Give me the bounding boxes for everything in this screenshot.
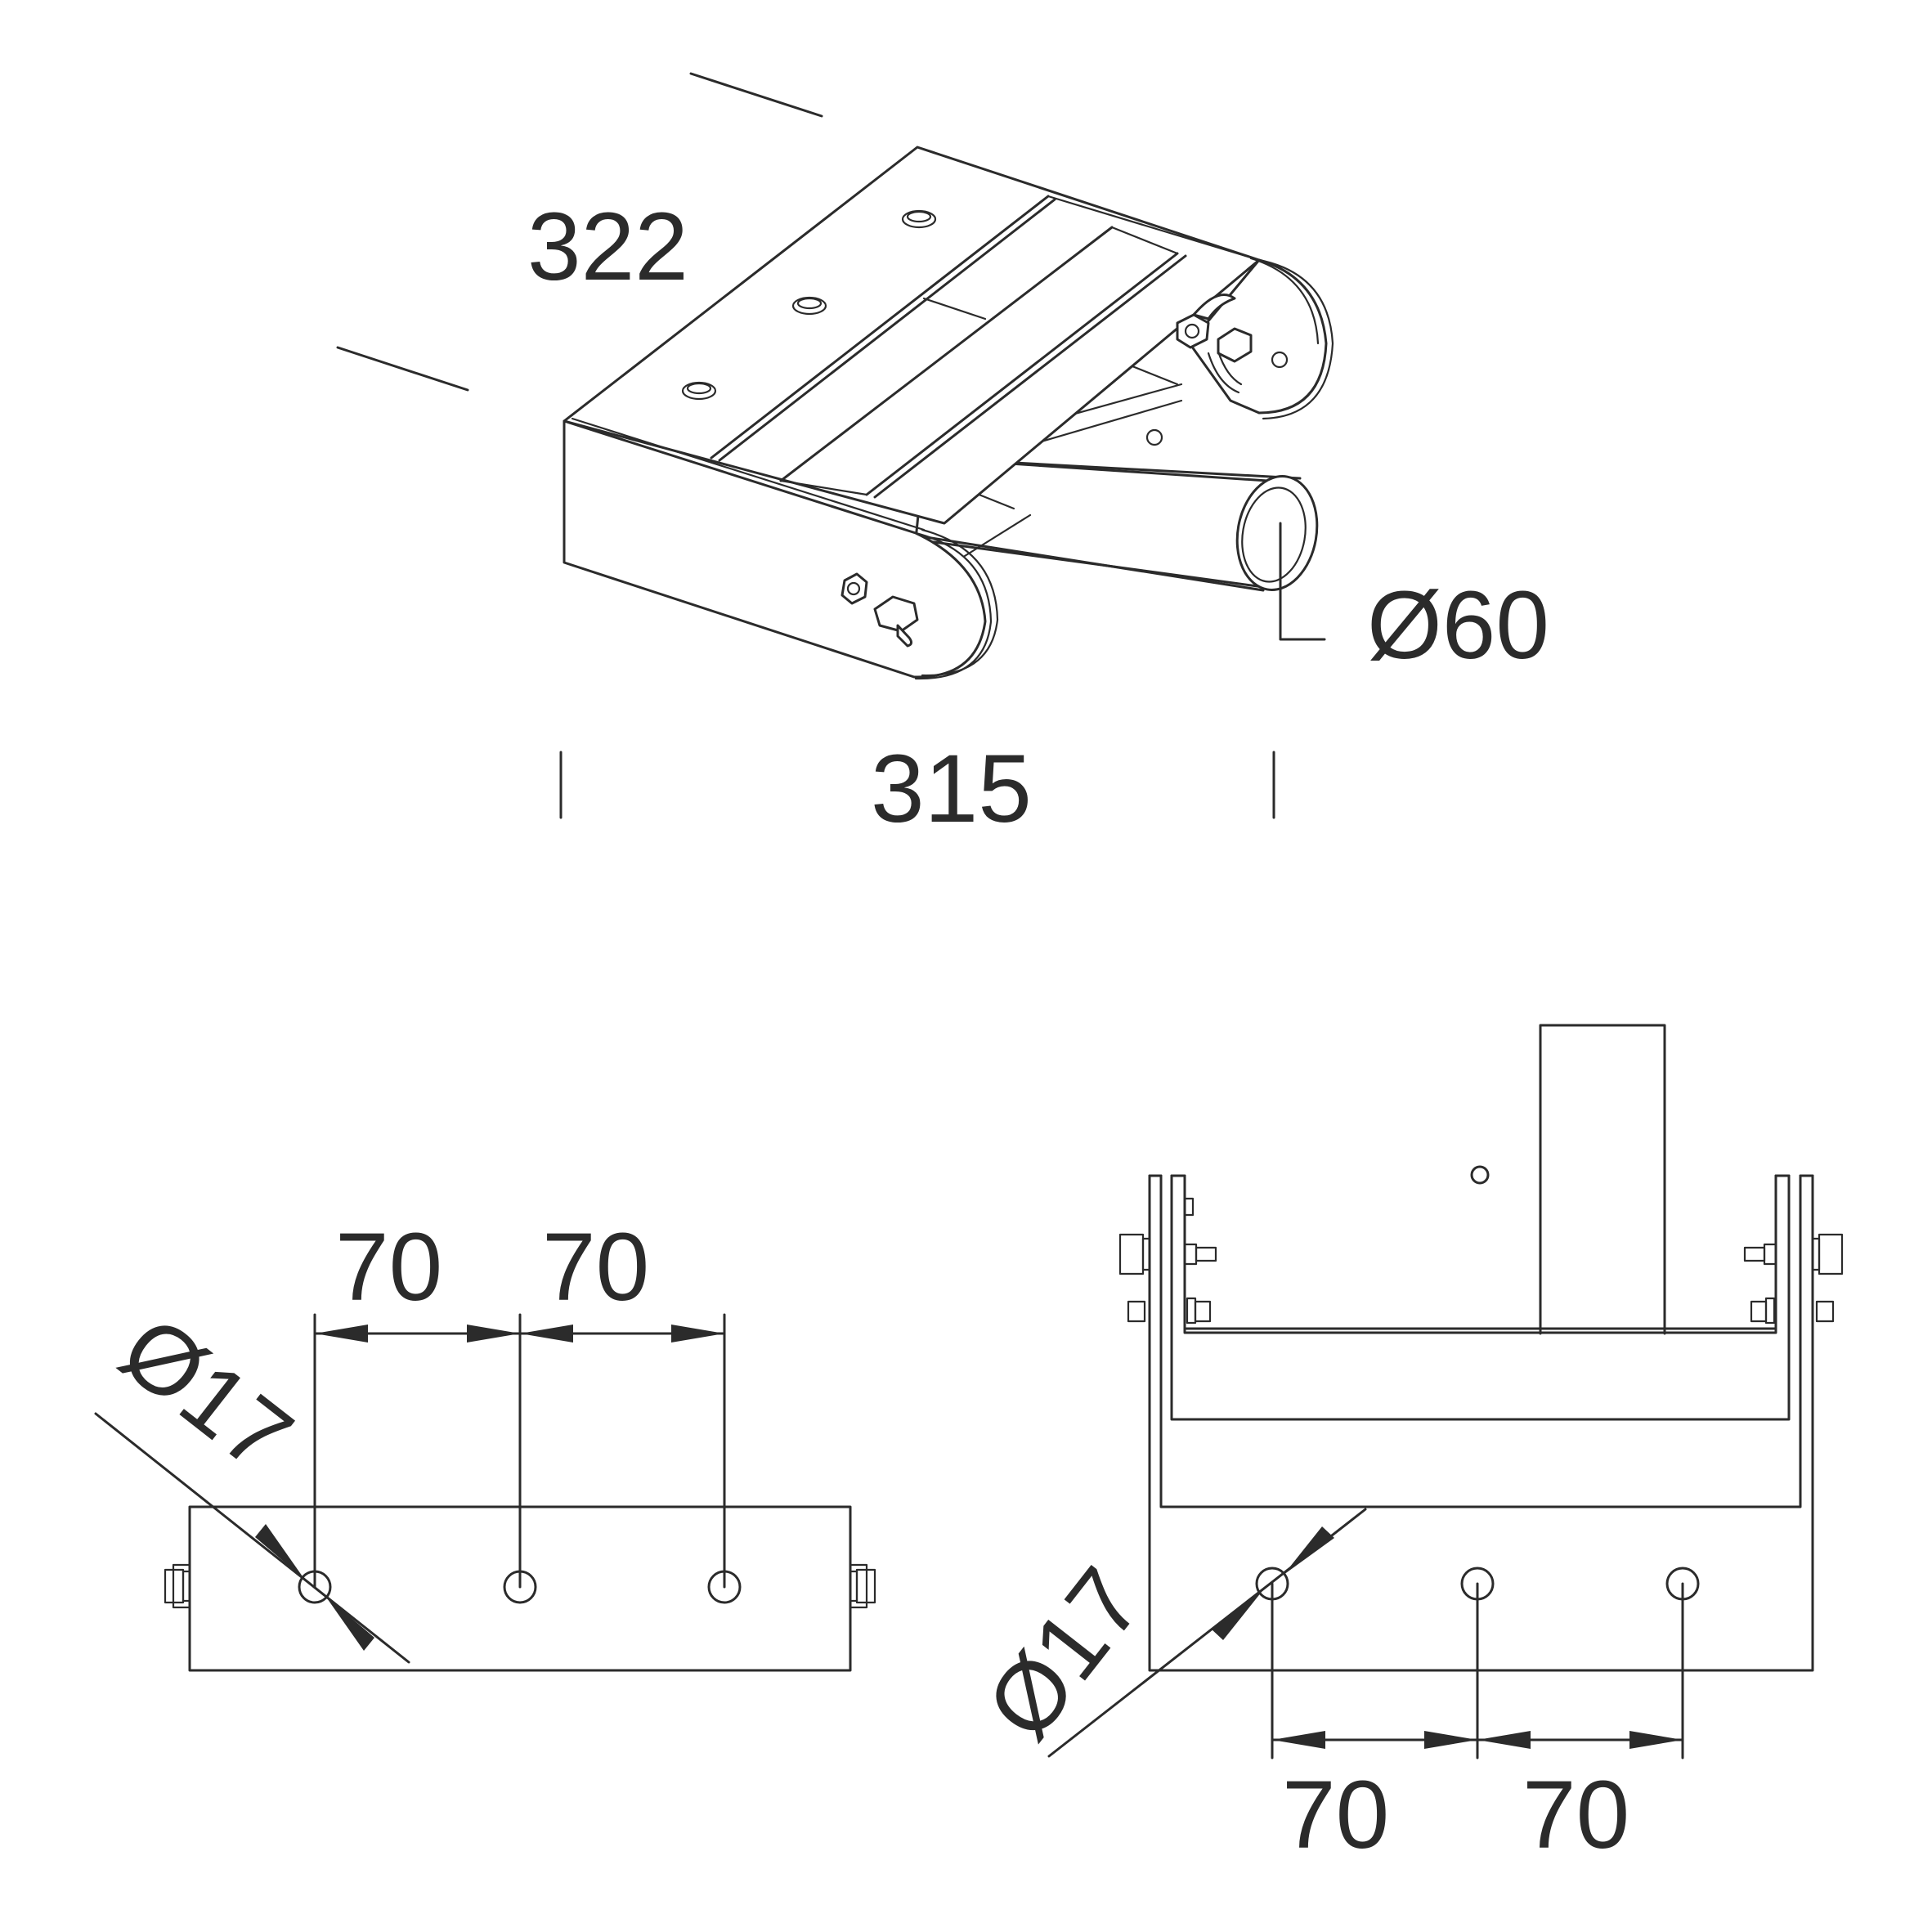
- top-channel-rails: [710, 195, 1261, 499]
- dim-tube-diameter-label: Ø60: [1367, 572, 1549, 679]
- dim-322-extension-top: [689, 72, 823, 118]
- dim-hole-leader: [94, 1412, 410, 1664]
- top-mounting-holes: [681, 209, 937, 401]
- left-bolts-icon: [1118, 1197, 1217, 1325]
- right-side-bolt-icon: [849, 1563, 876, 1609]
- bottom-view-right: 70 70 Ø17: [966, 1024, 1844, 1869]
- bottom-view-left: 70 70 Ø17: [94, 1213, 876, 1672]
- dim-spacing-2-label: 70: [1522, 1761, 1629, 1869]
- dim-spacing-1-label: 70: [335, 1213, 442, 1321]
- tube-hole: [1145, 428, 1163, 446]
- front-bolt-icon: [840, 572, 919, 648]
- isometric-view: 322 315 Ø60: [336, 72, 1549, 843]
- right-bolts-icon: [1743, 1233, 1844, 1325]
- back-bolts-icon: [1176, 294, 1289, 394]
- dim-60-leader: [1279, 522, 1326, 641]
- tube-small-hole: [1470, 1165, 1490, 1185]
- dim-spacing-2-label: 70: [542, 1213, 649, 1321]
- dim-hole-diameter-label: Ø17: [966, 1549, 1163, 1759]
- left-side-bolt-icon: [164, 1563, 191, 1609]
- dim-322-extension-bottom: [336, 346, 469, 392]
- dim-width-label: 315: [871, 735, 1032, 843]
- dim-depth-label: 322: [527, 193, 688, 301]
- bracket-back-end: [1188, 258, 1328, 415]
- outer-frame: [1148, 1174, 1814, 1672]
- tube-side-view: [1539, 1024, 1666, 1335]
- dim-spacing-1-label: 70: [1282, 1761, 1389, 1869]
- inner-channel: [1170, 1174, 1791, 1421]
- dim-hole-diameter-label: Ø17: [101, 1295, 312, 1492]
